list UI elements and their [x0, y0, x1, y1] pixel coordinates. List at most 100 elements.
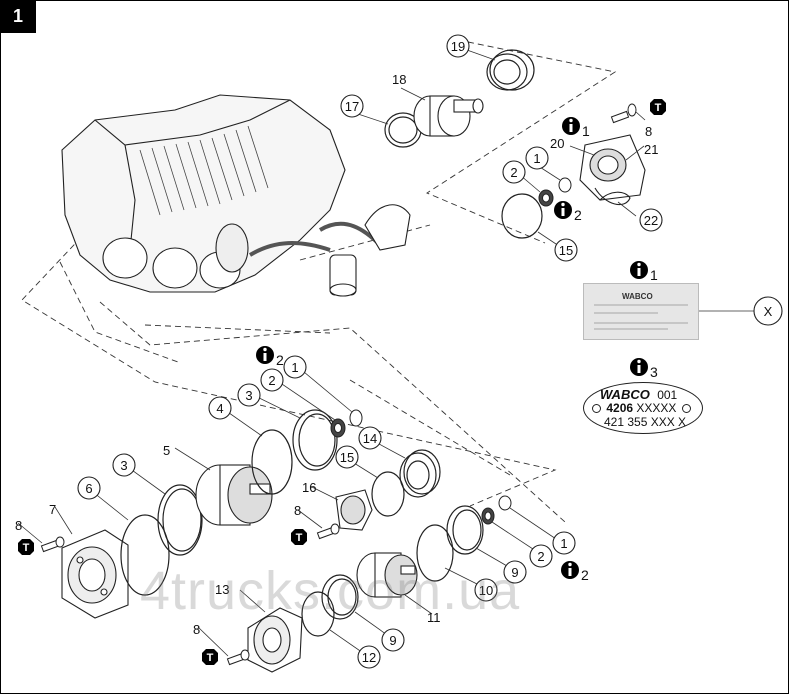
svg-text:2: 2	[276, 352, 284, 368]
seal-15-lower	[371, 471, 405, 517]
plate-brand: WABCO	[600, 387, 650, 402]
svg-text:1: 1	[582, 123, 590, 139]
dashed-guide-lines	[21, 41, 617, 523]
torque-icon-mid: T	[291, 529, 307, 545]
seal-6	[120, 514, 170, 596]
svg-text:9: 9	[511, 565, 518, 580]
info-icon-2-lower: 2	[561, 561, 589, 583]
screw-21	[610, 103, 637, 124]
callout-2-upper: 2	[502, 160, 526, 184]
kit-brand: WABCO	[622, 292, 653, 301]
plate-code-bold: 4206	[606, 401, 634, 415]
piston-5	[195, 464, 273, 526]
bushing-1-mid	[349, 409, 363, 427]
callout-1-upper: 1	[525, 146, 549, 170]
seal-2-lower	[481, 507, 495, 525]
seal-2-upper	[538, 189, 554, 207]
label-21: 21	[644, 142, 658, 157]
callout-2-mid: 2	[260, 368, 284, 392]
svg-text:1: 1	[560, 536, 567, 551]
callout-10: 10	[474, 578, 498, 602]
svg-text:14: 14	[363, 431, 377, 446]
callout-2-lower: 2	[529, 544, 553, 568]
callout-9-right: 9	[503, 560, 527, 584]
svg-text:1: 1	[650, 267, 658, 283]
callout-17: 17	[340, 94, 364, 118]
seal-10	[416, 524, 454, 582]
leader-lines	[17, 49, 754, 657]
svg-text:6: 6	[85, 481, 92, 496]
label-13: 13	[215, 582, 229, 597]
ring-3-lower	[157, 484, 203, 556]
svg-text:2: 2	[581, 567, 589, 583]
id-plate: WABCO 001 4206 XXXXX 421 355 XXX X	[583, 382, 703, 434]
kit-text-line	[594, 322, 688, 324]
bearing-19	[486, 49, 535, 91]
cover-16	[335, 489, 373, 531]
label-16: 16	[302, 480, 316, 495]
torque-icon-top: T	[650, 99, 666, 115]
label-7: 7	[49, 502, 56, 517]
svg-text:2: 2	[268, 373, 275, 388]
ring-9-right	[446, 505, 484, 555]
callout-3-lower: 3	[112, 453, 136, 477]
callout-19: 19	[446, 34, 470, 58]
info-icon-1-top: 1	[562, 117, 590, 139]
torque-icon-bottom: T	[202, 649, 218, 665]
seal-15-upper	[501, 193, 543, 239]
callout-15-lower: 15	[335, 445, 359, 469]
svg-text:3: 3	[120, 458, 127, 473]
seal-12	[301, 591, 335, 637]
svg-text:22: 22	[644, 213, 658, 228]
valve-housing	[61, 94, 411, 297]
label-8-top: 8	[645, 124, 652, 139]
callout-15-upper: 15	[554, 238, 578, 262]
svg-text:2: 2	[574, 207, 582, 223]
grease-kit-packet: WABCO	[583, 283, 699, 340]
ring-3-mid	[292, 409, 338, 471]
callout-22: 22	[639, 208, 663, 232]
bushing-1-lower	[498, 495, 512, 511]
label-20: 20	[550, 136, 564, 151]
svg-text:15: 15	[559, 243, 573, 258]
plate-row-2: 4206 XXXXX	[592, 401, 691, 415]
svg-text:19: 19	[451, 39, 465, 54]
label-5: 5	[163, 443, 170, 458]
callout-x: X	[753, 296, 783, 326]
svg-text:3: 3	[650, 364, 658, 380]
figure-number-tab: 1	[0, 0, 36, 33]
plate-rivet-left	[592, 404, 601, 414]
svg-text:T: T	[655, 102, 662, 114]
svg-text:4: 4	[216, 401, 223, 416]
plate-row-1: WABCO 001	[600, 387, 677, 402]
label-8-left: 8	[15, 518, 22, 533]
screw-8-bottom	[226, 649, 250, 666]
svg-text:9: 9	[389, 633, 396, 648]
plate-row-3: 421 355 XXX X	[604, 415, 687, 429]
bushing-1-upper	[558, 177, 572, 193]
callout-6: 6	[77, 476, 101, 500]
label-8-bottom: 8	[193, 622, 200, 637]
svg-text:T: T	[207, 652, 214, 664]
cover-13	[247, 607, 303, 673]
svg-text:T: T	[296, 532, 303, 544]
info-icon-1-kit: 1	[630, 261, 658, 283]
info-icon-3-plate: 3	[630, 358, 658, 380]
bearing-14	[399, 449, 441, 498]
piston-18	[413, 95, 484, 137]
torque-markers: T T T T	[18, 99, 666, 665]
svg-text:2: 2	[537, 549, 544, 564]
svg-text:1: 1	[533, 151, 540, 166]
plate-code-rest: XXXXX	[633, 401, 677, 415]
plain-labels: 18 20 8 21 5 7 8 16 8 11 13 8	[15, 72, 658, 637]
kit-text-line	[594, 312, 658, 314]
label-8-mid: 8	[294, 503, 301, 518]
callout-9-lower: 9	[381, 628, 405, 652]
callout-1-mid: 1	[283, 355, 307, 379]
seal-2-mid	[330, 418, 346, 438]
screw-8-left	[40, 536, 65, 553]
cover-20	[579, 134, 646, 201]
screw-8-mid	[316, 523, 340, 540]
kit-text-line	[594, 328, 668, 330]
